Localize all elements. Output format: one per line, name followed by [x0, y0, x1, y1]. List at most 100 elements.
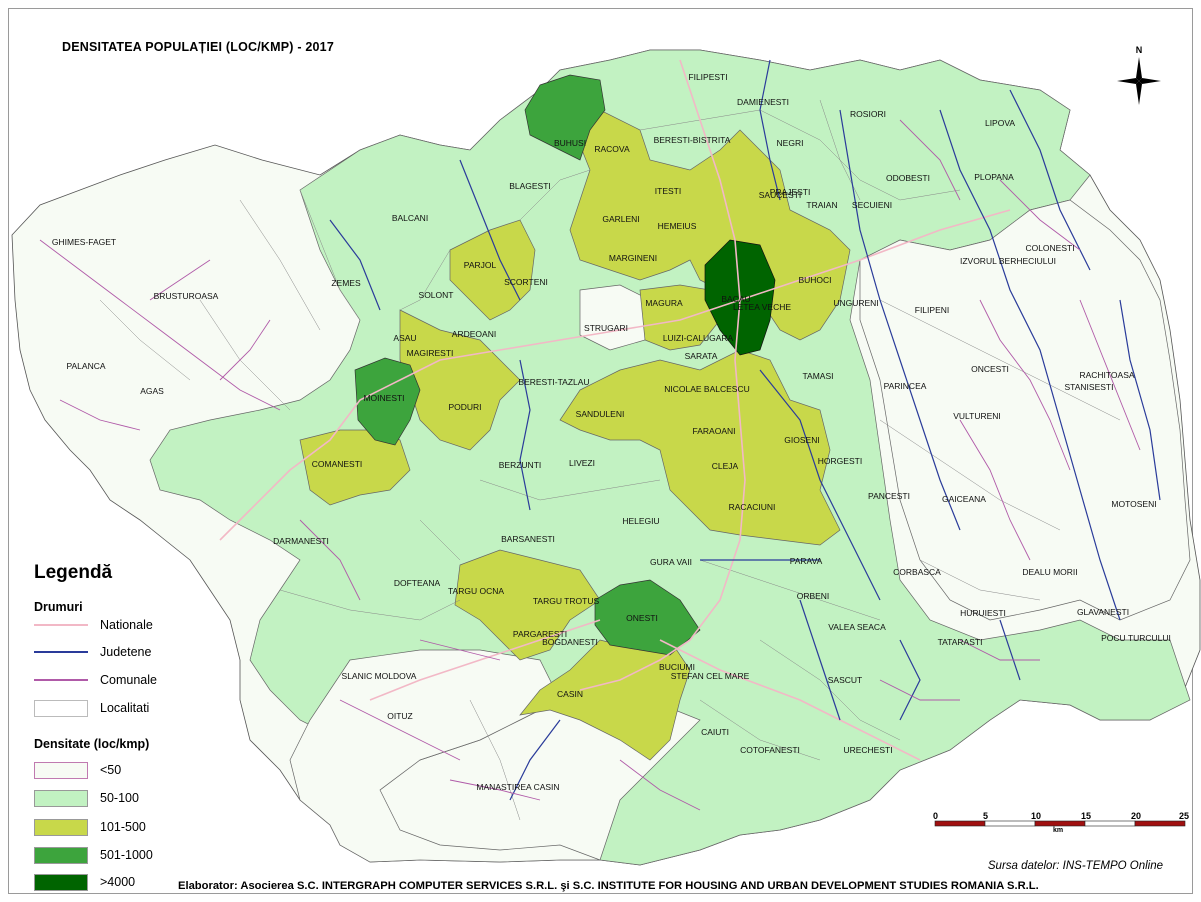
place-label: SASCUT: [827, 675, 863, 685]
place-label: BERESTI-BISTRITA: [653, 135, 731, 145]
place-label: BUHUSI: [553, 138, 587, 148]
place-label: CLEJA: [711, 461, 739, 471]
place-label: SCORTENI: [504, 277, 548, 287]
place-label: COTOFANESTI: [740, 745, 800, 755]
place-label: BRUSTUROASA: [153, 291, 219, 301]
place-label: VALEA SEACA: [828, 622, 886, 632]
place-label: LUIZI-CALUGARA: [662, 333, 734, 343]
place-label: ZEMES: [331, 278, 361, 288]
compass-icon: N: [1117, 45, 1161, 105]
county-road-swatch: [34, 651, 88, 653]
communal-road-swatch: [34, 679, 88, 681]
place-label: PARAVA: [789, 556, 823, 566]
place-label: STEFAN CEL MARE: [670, 671, 750, 681]
class-swatch: [34, 818, 88, 836]
place-label: PALANCA: [66, 361, 106, 371]
place-label: ROSIORI: [850, 109, 886, 119]
place-label: CAIUTI: [701, 727, 729, 737]
place-label: HORGESTI: [817, 456, 863, 466]
scale-tick-label: 5: [983, 811, 989, 821]
place-label: MANASTIREA CASIN: [476, 782, 560, 792]
place-label: ARDEOANI: [451, 329, 497, 339]
density-101-500-north: [569, 109, 851, 341]
place-label: SANDULENI: [575, 409, 625, 419]
scale-tick-label: 15: [1081, 811, 1092, 821]
place-label: GAICEANA: [942, 494, 986, 504]
place-label: BERESTI-TAZLAU: [518, 377, 590, 387]
class-swatch: [34, 873, 88, 891]
map-frame: [8, 8, 1193, 894]
place-label: GURA VAII: [650, 557, 692, 567]
place-label: ONESTI: [626, 613, 658, 623]
place-label: CORBASCA: [893, 567, 941, 577]
density-101-500-comanesti: [299, 429, 411, 506]
place-label: LIVEZI: [569, 458, 595, 468]
scale-unit: km: [1053, 827, 1064, 834]
national-road-swatch: [34, 624, 88, 626]
place-label: OITUZ: [387, 711, 413, 721]
class-swatch: [34, 789, 88, 807]
place-label: AGAS: [140, 386, 164, 396]
place-label: DARMANESTI: [273, 536, 329, 546]
scale-bar-graphic: [934, 820, 1186, 827]
place-label: MOTOSENI: [1111, 499, 1157, 509]
place-label: CASIN: [557, 689, 583, 699]
place-label: TARGU OCNA: [447, 586, 505, 596]
place-label: PARJOL: [463, 260, 497, 270]
place-label: BARSANESTI: [501, 534, 555, 544]
place-label: STANISESTI: [1064, 382, 1114, 392]
place-label: PARGARESTI: [512, 629, 568, 639]
place-label: BALCANI: [391, 213, 429, 223]
place-label: VULTURENI: [953, 411, 1001, 421]
density-501-1000-moinesti: [354, 357, 421, 446]
map-title: DENSITATEA POPULAȚIEI (LOC/KMP) - 2017: [62, 40, 334, 54]
place-label: ORBENI: [796, 591, 830, 601]
scale-tick-label: 25: [1179, 811, 1190, 821]
place-label: BUCIUMI: [659, 662, 695, 672]
density-501-1000-buhusi: [524, 74, 606, 161]
communal-roads: [39, 119, 1141, 811]
county-roads: [329, 59, 1161, 801]
place-label: BLAGESTI: [509, 181, 551, 191]
place-label: PLOPANA: [974, 172, 1014, 182]
place-label: MARGINENI: [608, 253, 658, 263]
legend-class-2: 101-500: [34, 817, 146, 837]
localities-swatch: [34, 699, 88, 717]
legend-localities: Localitati: [34, 698, 149, 718]
place-label: ASAU: [393, 333, 417, 343]
place-label: HELEGIU: [622, 516, 660, 526]
density-below-50-center: [579, 284, 651, 351]
place-label: NICOLAE BALCESCU: [664, 384, 750, 394]
place-label: IZVORUL BERHECIULUI: [959, 256, 1057, 266]
national-roads: [219, 59, 1011, 761]
legend-class-3: 501-1000: [34, 845, 153, 865]
place-label: TATARASTI: [937, 637, 983, 647]
place-label: HURUIESTI: [960, 608, 1006, 618]
place-label: BOGDANESTI: [542, 637, 598, 647]
place-label: TAMASI: [802, 371, 834, 381]
place-label: LIPOVA: [984, 118, 1016, 128]
place-label: MAGIRESTI: [406, 348, 454, 358]
density-101-500-luizi: [639, 284, 721, 351]
place-label: ONCESTI: [971, 364, 1009, 374]
place-label: GHIMES-FAGET: [51, 237, 117, 247]
legend-road-communal: Comunale: [34, 670, 157, 690]
scale-bar: 0 5 10 15 20 25 km: [933, 811, 1193, 856]
place-label: URECHESTI: [843, 745, 893, 755]
place-label: COLONESTI: [1025, 243, 1075, 253]
place-label: TARGU TROTUS: [532, 596, 600, 606]
place-label: UNGURENI: [833, 298, 879, 308]
place-label: LETEA VECHE: [732, 302, 792, 312]
place-label: FARAOANI: [692, 426, 736, 436]
credits: Elaborator: Asocierea S.C. INTERGRAPH CO…: [178, 880, 1039, 892]
place-label: RACHITOASA: [1079, 370, 1135, 380]
place-label: TRAIAN: [806, 200, 838, 210]
place-label: GARLENI: [602, 214, 640, 224]
class-swatch: [34, 761, 88, 779]
place-label: BACAU: [721, 294, 751, 304]
place-label: DEALU MORII: [1022, 567, 1078, 577]
place-label: SAUCESTI: [758, 190, 802, 200]
place-label: PODURI: [448, 402, 482, 412]
place-label: RACOVA: [594, 144, 630, 154]
